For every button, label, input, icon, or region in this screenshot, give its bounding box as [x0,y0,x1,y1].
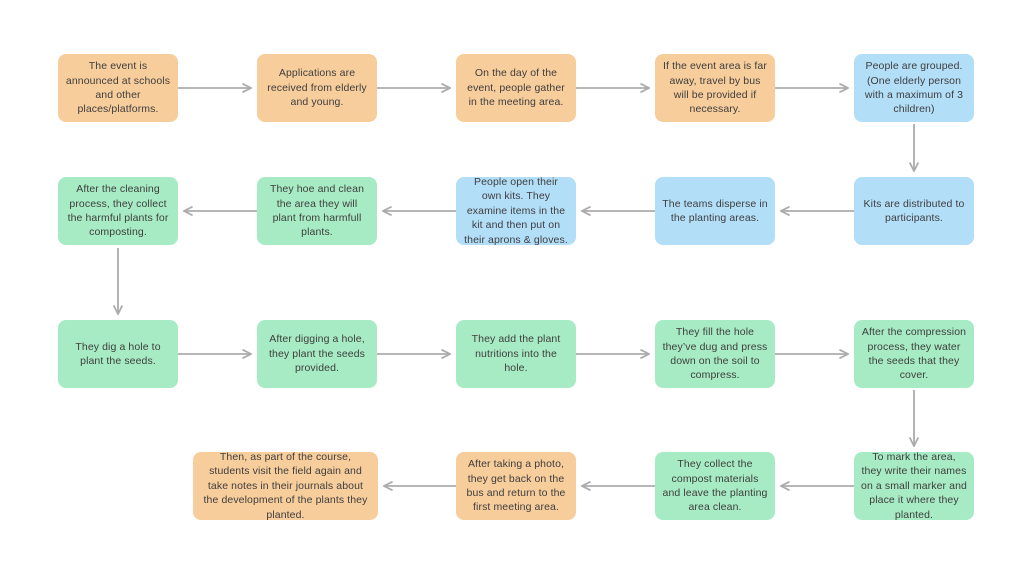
flow-node-collect-harmful[interactable]: After the cleaning process, they collect… [58,177,178,245]
flow-node-journal-notes[interactable]: Then, as part of the course, students vi… [193,451,378,521]
flow-node-kits-distributed[interactable]: Kits are distributed to participants. [854,177,974,245]
flow-node-grouping[interactable]: People are grouped. (One elderly person … [854,54,974,122]
flow-node-fill-compress[interactable]: They fill the hole they’ve dug and press… [655,320,775,388]
flow-node-water-seeds[interactable]: After the compression process, they wate… [854,320,974,388]
flow-node-dig-hole[interactable]: They dig a hole to plant the seeds. [58,320,178,388]
flow-node-applications[interactable]: Applications are received from elderly a… [257,54,377,122]
flow-node-teams-disperse[interactable]: The teams disperse in the planting areas… [655,177,775,245]
flow-node-event-announced[interactable]: The event is announced at schools and ot… [58,54,178,122]
flow-node-mark-area[interactable]: To mark the area, they write their names… [854,451,974,521]
flow-node-collect-compost[interactable]: They collect the compost materials and l… [655,452,775,520]
flow-node-add-nutritions[interactable]: They add the plant nutritions into the h… [456,320,576,388]
flow-node-bus-travel[interactable]: If the event area is far away, travel by… [655,54,775,122]
flow-node-hoe-clean[interactable]: They hoe and clean the area they will pl… [257,177,377,245]
flow-node-open-kits[interactable]: People open their own kits. They examine… [456,176,576,246]
flow-node-plant-seeds[interactable]: After digging a hole, they plant the see… [257,320,377,388]
flow-node-return-bus[interactable]: After taking a photo, they get back on t… [456,452,576,520]
flow-node-gather[interactable]: On the day of the event, people gather i… [456,54,576,122]
